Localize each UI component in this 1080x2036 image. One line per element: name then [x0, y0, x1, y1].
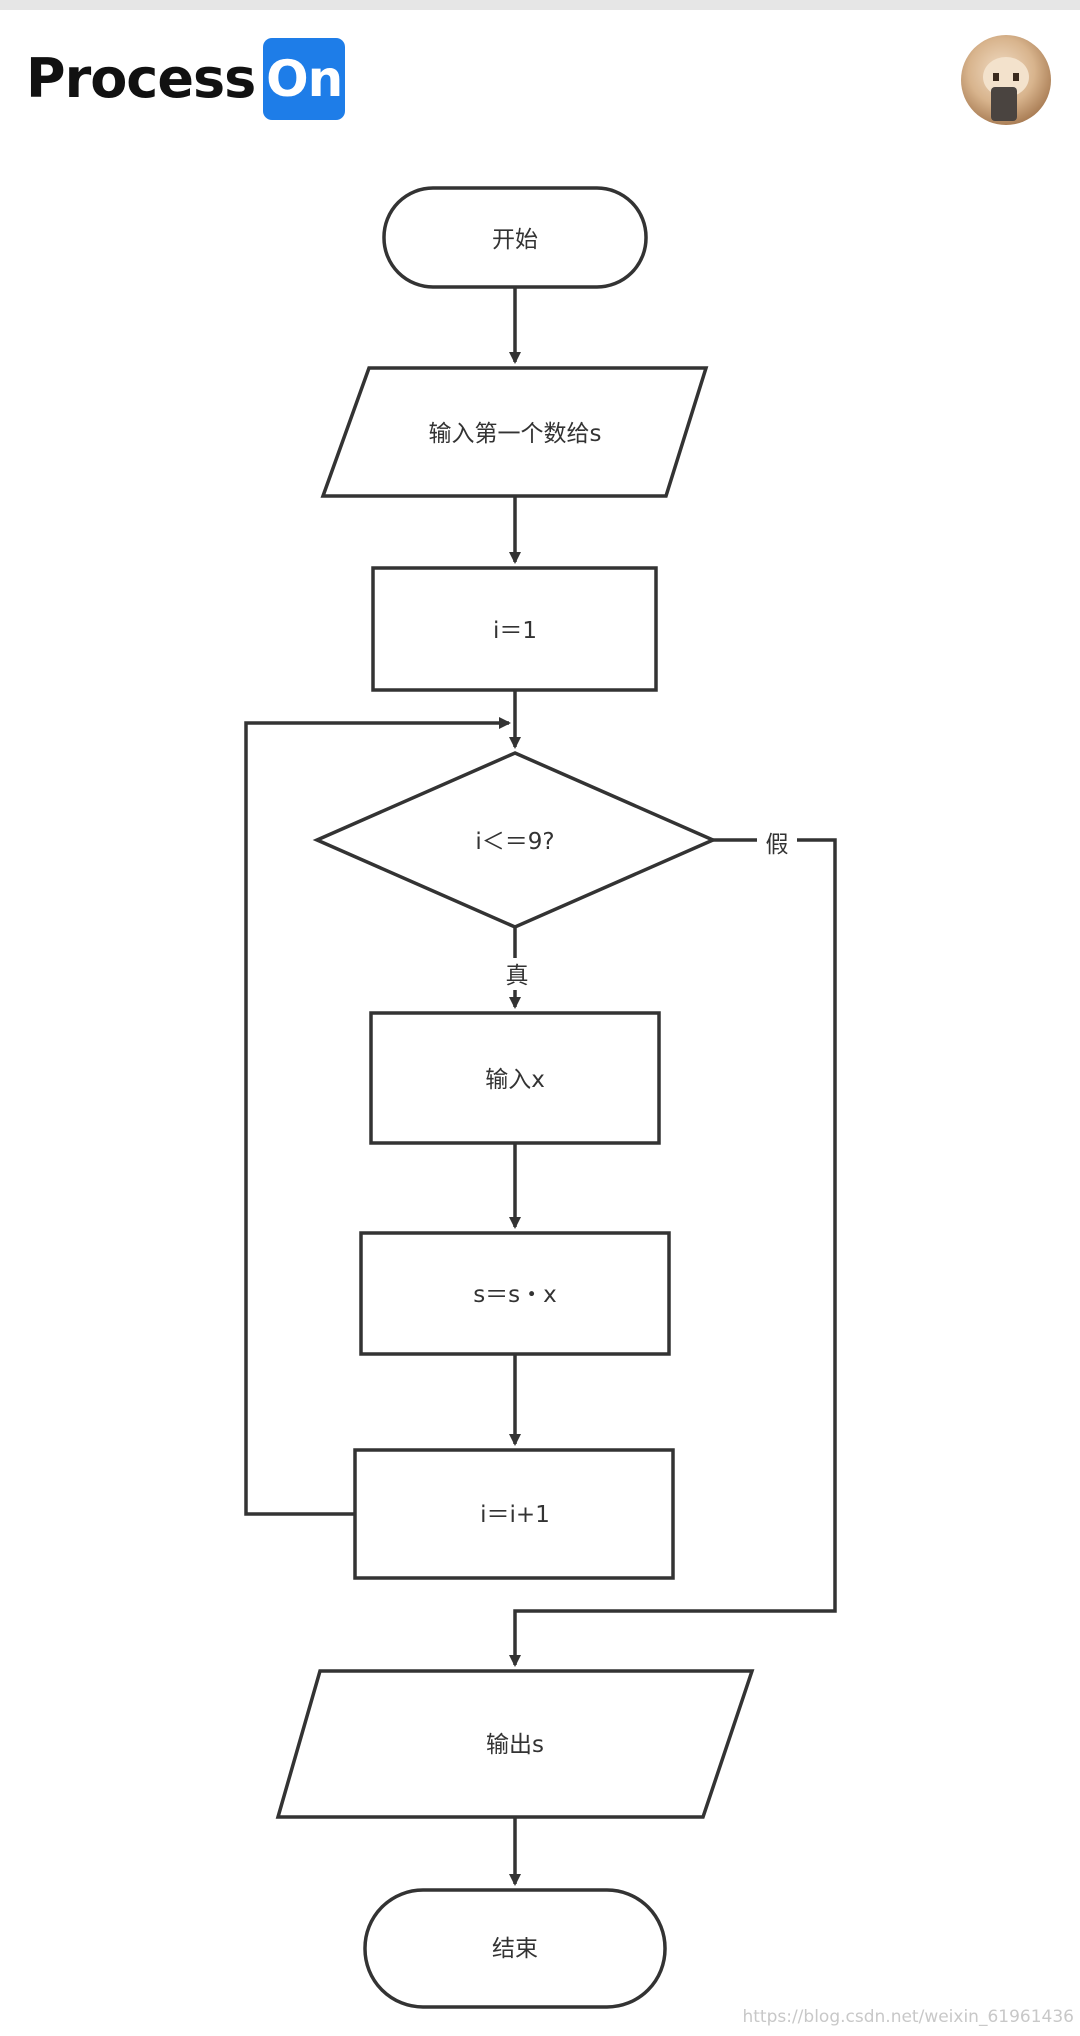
logo-text-process: Process	[26, 47, 256, 110]
connector-loop-back	[244, 717, 511, 1516]
condition-label: i＜＝9?	[475, 829, 554, 855]
avatar-phone	[991, 87, 1017, 121]
init-i-label: i＝1	[493, 618, 537, 644]
start-label: 开始	[492, 227, 538, 253]
false-label: 假	[766, 832, 789, 858]
multiply-process[interactable]	[359, 1231, 671, 1356]
end-label: 结束	[492, 1936, 538, 1962]
input-x-process[interactable]	[369, 1011, 661, 1145]
avatar[interactable]	[961, 35, 1051, 125]
logo-text-on: On	[263, 38, 346, 120]
increment-label: i＝i+1	[480, 1502, 550, 1528]
multiply-label: s＝s・x	[473, 1282, 557, 1308]
end-terminator[interactable]	[363, 1888, 667, 2009]
output-label: 输出s	[486, 1732, 544, 1758]
avatar-eyes	[993, 73, 1019, 81]
output-parallelogram[interactable]	[275, 1669, 755, 1819]
true-label: 真	[506, 963, 529, 989]
watermark-url: https://blog.csdn.net/weixin_61961436	[742, 2007, 1074, 2027]
increment-process[interactable]	[353, 1448, 675, 1580]
connector-false-to-output	[509, 838, 837, 1667]
input-x-label: 输入x	[485, 1067, 545, 1093]
input-first-label: 输入第一个数给s	[429, 421, 602, 447]
processon-logo[interactable]: Process On	[26, 38, 346, 120]
input-first-parallelogram[interactable]	[320, 366, 709, 498]
top-bar	[0, 0, 1080, 10]
